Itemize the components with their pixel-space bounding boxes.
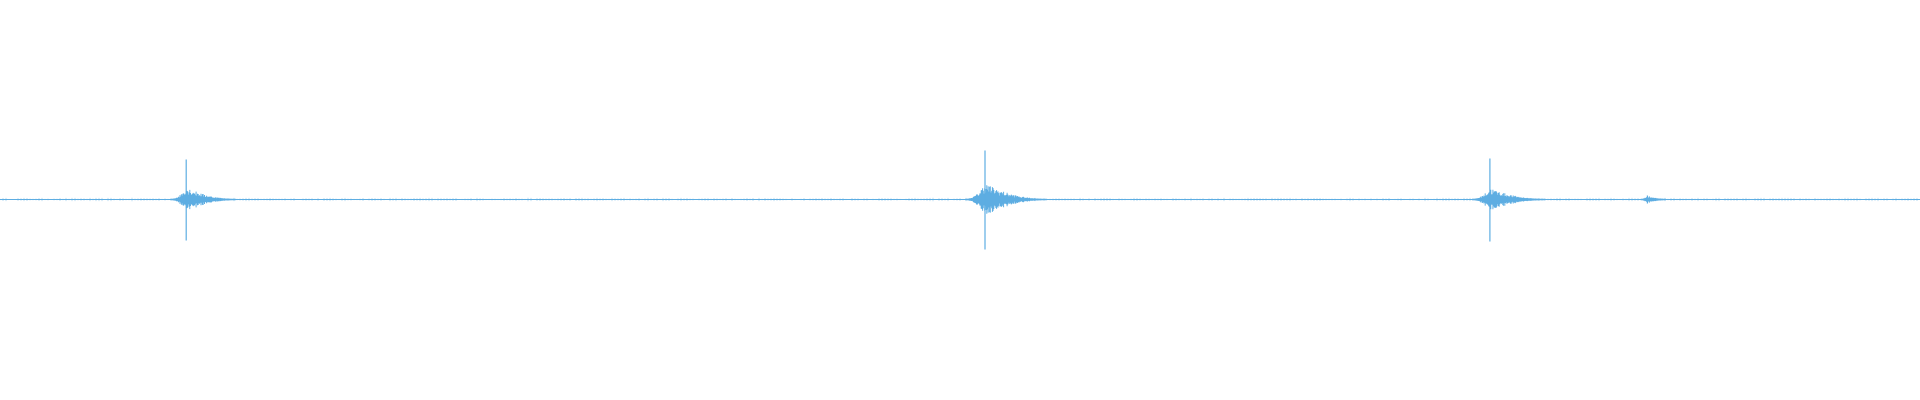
- waveform-burst: [1641, 196, 1666, 203]
- waveform-burst: [1472, 189, 1546, 210]
- waveform-burst: [965, 185, 1047, 214]
- waveform-series: [0, 150, 1920, 250]
- waveform-event-3: [1472, 158, 1546, 242]
- waveform-event-1: [170, 159, 236, 241]
- waveform-event-2: [965, 150, 1047, 250]
- waveform-event-4: [1641, 195, 1666, 204]
- waveform-burst: [170, 189, 236, 210]
